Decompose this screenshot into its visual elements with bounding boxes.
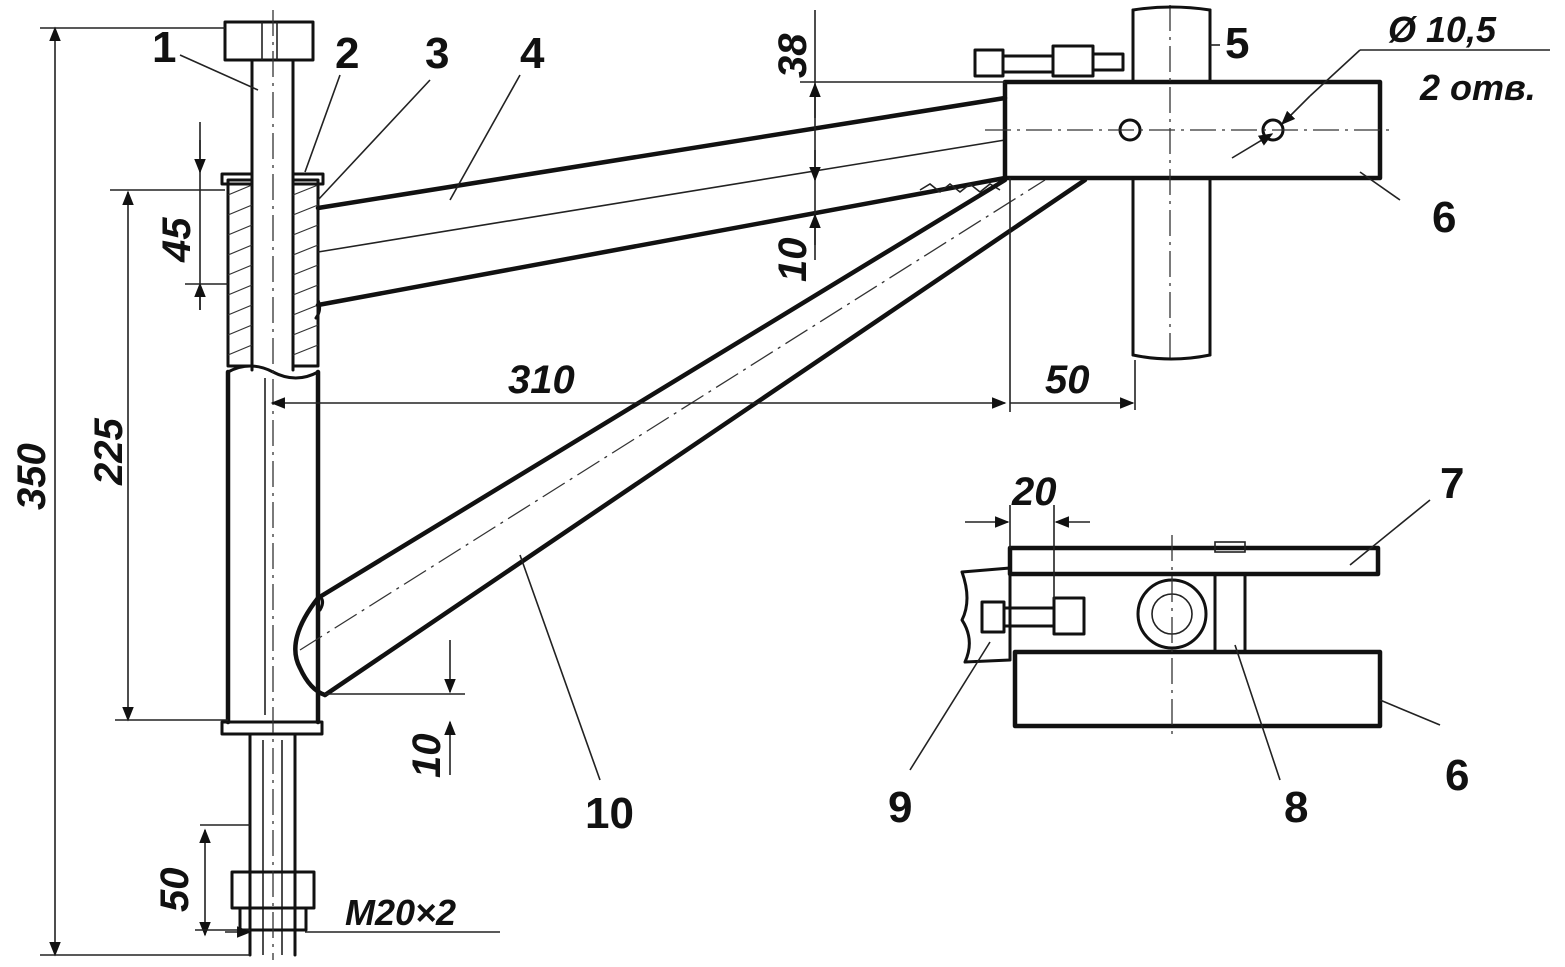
callout-3: 3 xyxy=(425,29,449,78)
callout-10: 10 xyxy=(585,789,634,838)
annotation-notes: Ø 10,5 2 отв. M20×2 xyxy=(345,9,1536,933)
callout-7: 7 xyxy=(1440,459,1464,508)
callout-1: 1 xyxy=(152,23,176,72)
upper-strut xyxy=(314,95,1008,320)
dim-225: 225 xyxy=(87,418,131,486)
callout-5: 5 xyxy=(1225,19,1249,68)
dimension-labels: 350 225 45 38 10 310 50 10 20 50 xyxy=(10,33,1090,912)
vertical-post xyxy=(220,10,325,960)
dim-45: 45 xyxy=(155,217,199,263)
hole-diameter-note: Ø 10,5 xyxy=(1388,9,1497,50)
dim-50-right: 50 xyxy=(1045,358,1090,402)
callout-9: 9 xyxy=(888,783,912,832)
callout-numbers: 1 2 3 4 5 6 7 8 9 10 6 xyxy=(152,19,1469,838)
dim-350: 350 xyxy=(10,443,54,510)
dim-310: 310 xyxy=(508,358,575,402)
callout-6-top: 6 xyxy=(1432,193,1456,242)
dim-50-bottom: 50 xyxy=(153,868,197,913)
diagonal-brace xyxy=(293,177,1088,698)
callout-leaders xyxy=(179,44,1441,781)
dim-10-top: 10 xyxy=(771,238,815,283)
callout-6-bottom: 6 xyxy=(1445,751,1469,800)
callout-4: 4 xyxy=(520,29,545,78)
clamp-side-view xyxy=(960,535,1383,740)
dim-38: 38 xyxy=(771,33,815,78)
callout-8: 8 xyxy=(1284,783,1308,832)
dim-20: 20 xyxy=(1011,470,1057,514)
dimension-lines xyxy=(40,10,1550,957)
hole-count-note: 2 отв. xyxy=(1419,67,1536,108)
callout-2: 2 xyxy=(335,29,359,78)
thread-note: M20×2 xyxy=(345,892,456,933)
clamp-block-top xyxy=(973,5,1395,365)
dim-10-bottom: 10 xyxy=(405,734,449,779)
